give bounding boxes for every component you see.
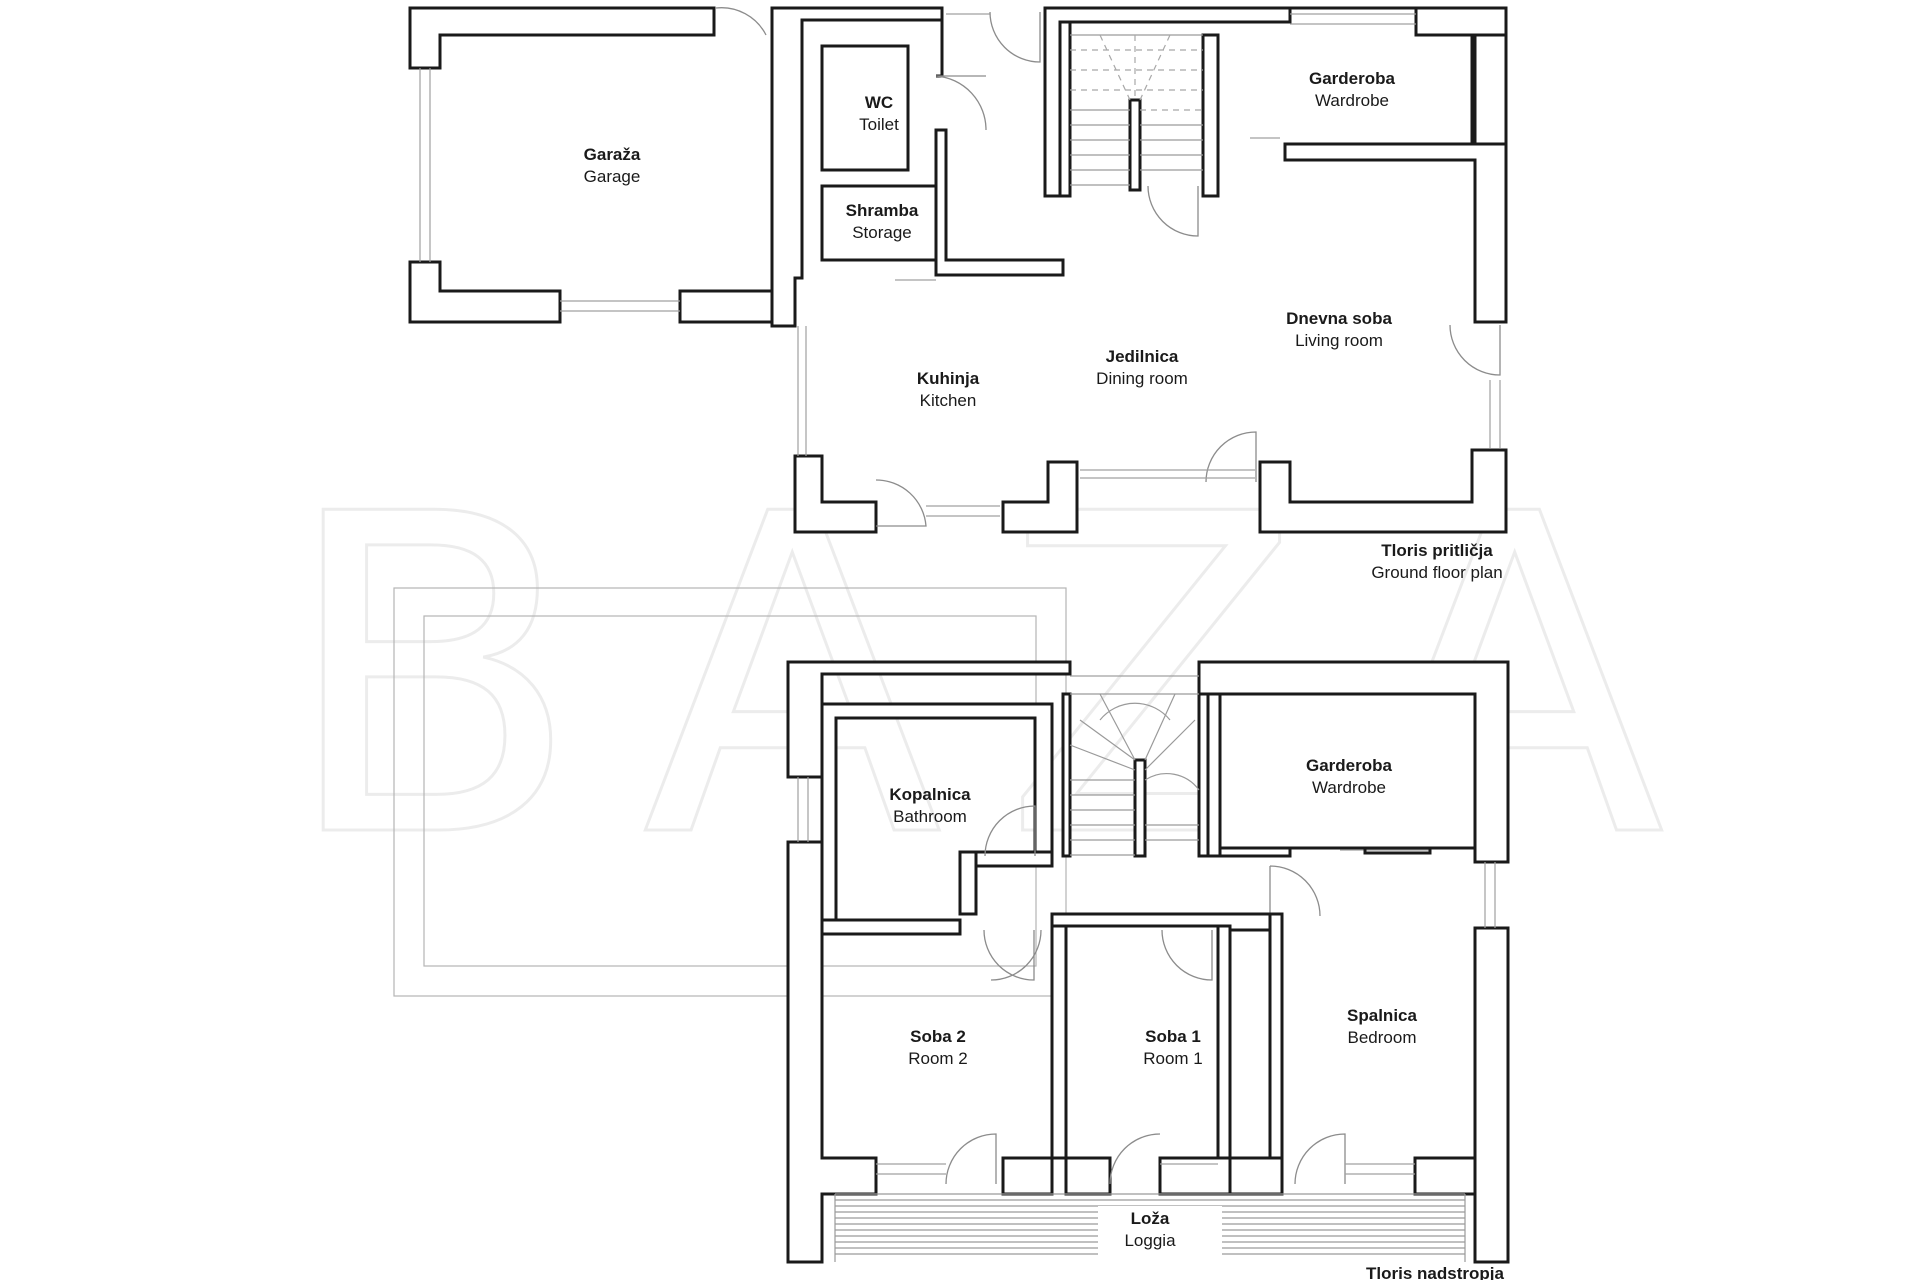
label-loggia-en: Loggia	[1124, 1231, 1176, 1250]
label-upper-wardrobe-en: Wardrobe	[1312, 778, 1386, 797]
label-room1-sl: Soba 1	[1145, 1027, 1201, 1046]
label-kitchen-en: Kitchen	[920, 391, 977, 410]
right-walls	[1250, 6, 1508, 448]
label-dining-en: Dining room	[1096, 369, 1188, 388]
upper-floor-title: Tloris nadstropja	[1366, 1264, 1504, 1280]
core-walls	[770, 6, 1065, 328]
label-dining-sl: Jedilnica	[1106, 347, 1179, 366]
label-living-en: Living room	[1295, 331, 1383, 350]
upper-floor-plan	[393, 587, 1510, 1264]
label-toilet-en: Toilet	[859, 115, 899, 134]
label-storage-en: Storage	[852, 223, 912, 242]
label-room2-en: Room 2	[908, 1049, 968, 1068]
label-bathroom-en: Bathroom	[893, 807, 967, 826]
label-garage-en: Garage	[584, 167, 641, 186]
label-garage-sl: Garaža	[584, 145, 641, 164]
label-room1-en: Room 1	[1143, 1049, 1203, 1068]
label-loggia-sl: Loža	[1131, 1209, 1170, 1228]
label-room2-sl: Soba 2	[910, 1027, 966, 1046]
label-bedroom-en: Bedroom	[1348, 1028, 1417, 1047]
label-living-sl: Dnevna soba	[1286, 309, 1392, 328]
garage-walls	[408, 6, 797, 324]
label-kitchen-sl: Kuhinja	[917, 369, 980, 388]
loggia-decking	[834, 1193, 1466, 1262]
ground-stair	[1043, 6, 1292, 237]
ground-floor-plan	[408, 6, 1508, 534]
label-upper-wardrobe-sl: Garderoba	[1306, 756, 1393, 775]
label-wardrobe-sl: Garderoba	[1309, 69, 1396, 88]
ground-floor-subtitle: Ground floor plan	[1371, 563, 1502, 582]
room-labels: Garaža Garage WC Toilet Shramba Storage …	[584, 69, 1505, 1280]
label-wardrobe-en: Wardrobe	[1315, 91, 1389, 110]
ground-bottom-walls	[793, 326, 1508, 534]
label-storage-sl: Shramba	[846, 201, 919, 220]
label-toilet-sl: WC	[865, 93, 893, 112]
label-bedroom-sl: Spalnica	[1347, 1006, 1417, 1025]
ground-floor-title: Tloris pritličja	[1381, 541, 1493, 560]
label-bathroom-sl: Kopalnica	[889, 785, 971, 804]
